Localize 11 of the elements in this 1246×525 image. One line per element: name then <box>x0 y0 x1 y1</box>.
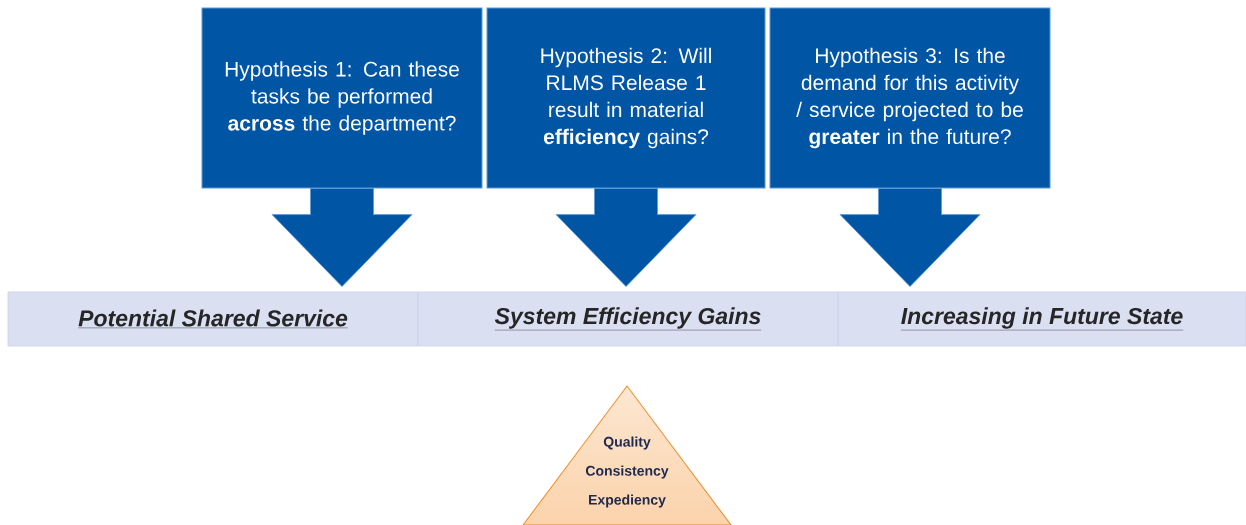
hypothesis-box: Hypothesis 3: Is the demand for this activity / service projected to be greater in the future? <box>769 7 1051 189</box>
hypothesis-box: Hypothesis 1: Can these tasks be performed across the department? <box>201 7 483 189</box>
down-arrow <box>271 188 413 287</box>
node-label: Increasing in Future State <box>901 307 1183 329</box>
triangle: Quality Consistency Expediency <box>522 385 732 525</box>
hypothesis-box: Hypothesis 2: Will RLMS Release 1 result in material efficiency gains? <box>486 7 766 189</box>
down-arrow <box>839 188 981 287</box>
category-band: Increasing in Future State <box>837 291 1246 347</box>
category-band: Potential Shared Service <box>7 291 419 347</box>
down-arrow <box>555 188 697 287</box>
category-band: System Efficiency Gains <box>417 291 839 347</box>
